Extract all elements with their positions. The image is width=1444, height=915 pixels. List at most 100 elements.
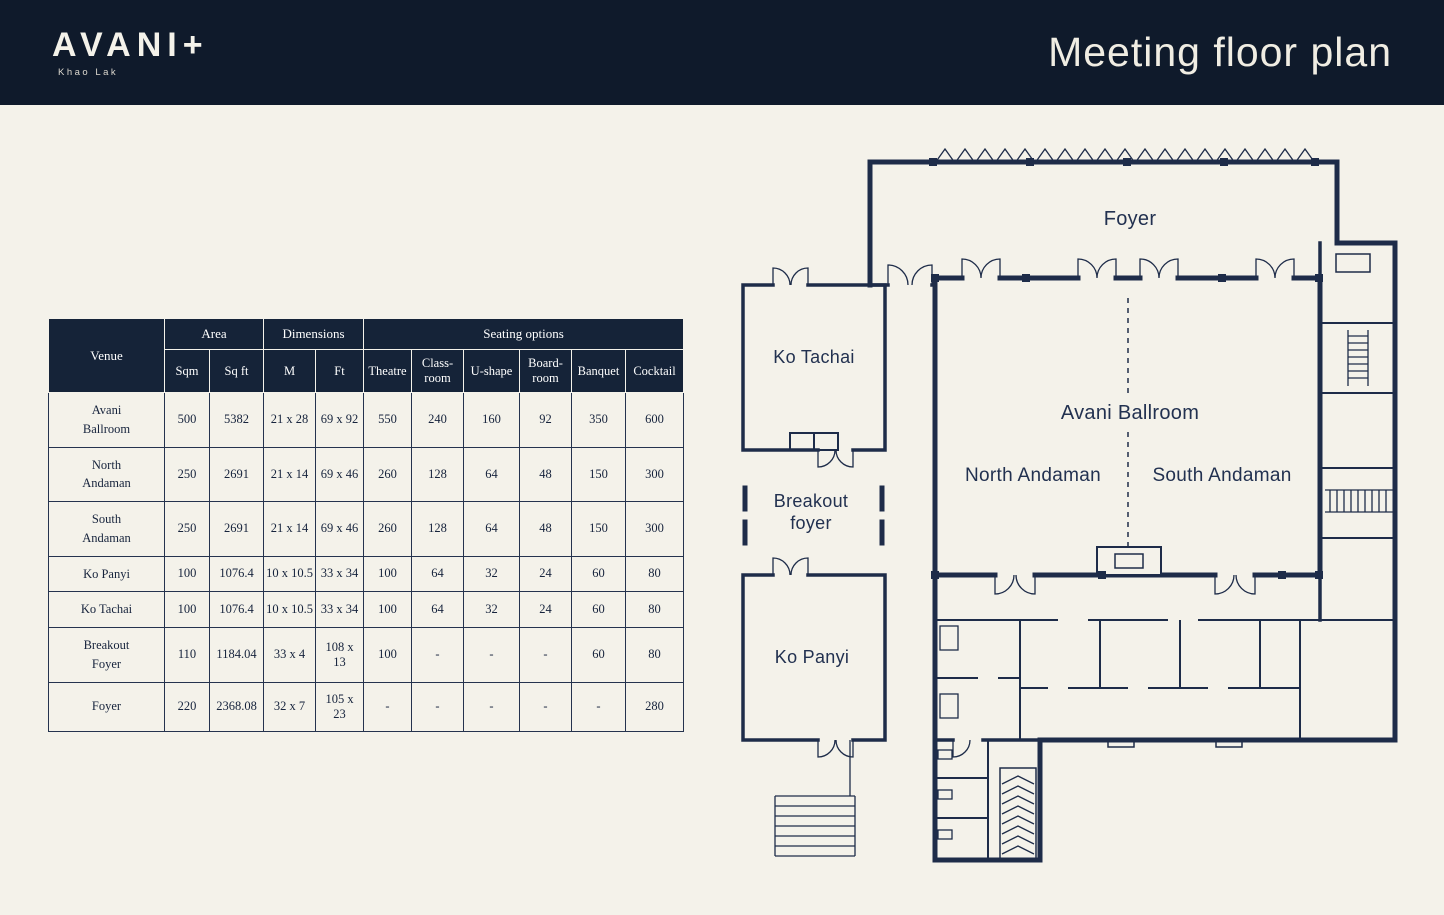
table-cell: 64 xyxy=(463,446,520,502)
table-cell: 64 xyxy=(463,501,520,557)
table-cell: 32 xyxy=(463,555,520,593)
table-cell: 64 xyxy=(411,555,464,593)
table-cell: 100 xyxy=(164,555,210,593)
operable-wall-zigzag xyxy=(934,147,1316,165)
group-dimensions: Dimensions xyxy=(263,318,364,350)
col-m: M xyxy=(263,349,316,393)
venue-cell: Ko Tachai xyxy=(48,591,165,628)
table-cell: 150 xyxy=(571,501,626,557)
table-row: North Andaman 250 2691 21 x 14 69 x 46 2… xyxy=(48,446,684,502)
table-cell: 69 x 92 xyxy=(315,392,364,448)
table-cell: 250 xyxy=(164,501,210,557)
table-cell: 21 x 14 xyxy=(263,501,316,557)
table-cell: 80 xyxy=(625,627,684,683)
table-subheader-row: Sqm Sq ft M Ft Theatre Class-room U-shap… xyxy=(49,349,684,393)
brand-name: AVANI+ xyxy=(52,25,209,64)
venue-cell: Foyer xyxy=(48,681,165,732)
table-cell: 21 x 14 xyxy=(263,446,316,502)
table-cell: 69 x 46 xyxy=(315,446,364,502)
label-ko-panyi: Ko Panyi xyxy=(775,647,849,667)
table-cell: 128 xyxy=(411,501,464,557)
group-area: Area xyxy=(164,318,264,350)
walls-thick xyxy=(742,159,1398,863)
table-cell: - xyxy=(519,627,572,683)
col-ft: Ft xyxy=(315,349,364,393)
table-cell: 260 xyxy=(363,501,412,557)
table-cell: 69 x 46 xyxy=(315,501,364,557)
page-title: Meeting floor plan xyxy=(1048,29,1392,75)
group-seating: Seating options xyxy=(363,318,684,350)
table-cell: 24 xyxy=(519,591,572,628)
table-cell: 150 xyxy=(571,446,626,502)
table-cell: 100 xyxy=(363,627,412,683)
table-cell: 64 xyxy=(411,591,464,628)
table-cell: 2691 xyxy=(209,446,264,502)
table-row: Ko Panyi 100 1076.4 10 x 10.5 33 x 34 10… xyxy=(48,555,684,593)
label-breakout-foyer-line1: Breakout xyxy=(774,491,848,511)
venue-table: Venue Area Dimensions Seating options Sq… xyxy=(48,318,684,732)
table-cell: 220 xyxy=(164,681,210,732)
table-cell: 80 xyxy=(625,555,684,593)
col-cocktail: Cocktail xyxy=(625,349,684,393)
table-row: Ko Tachai 100 1076.4 10 x 10.5 33 x 34 1… xyxy=(48,591,684,628)
table-cell: 10 x 10.5 xyxy=(263,555,316,593)
col-sqft: Sq ft xyxy=(209,349,264,393)
table-cell: 5382 xyxy=(209,392,264,448)
venue-cell: North Andaman xyxy=(48,446,165,502)
door-swings xyxy=(772,258,1295,758)
table-cell: - xyxy=(463,627,520,683)
table-cell: 300 xyxy=(625,501,684,557)
top-bar: AVANI+ Khao Lak Meeting floor plan xyxy=(0,0,1444,105)
label-avani-ballroom: Avani Ballroom xyxy=(1061,402,1199,424)
col-venue: Venue xyxy=(48,318,165,393)
label-north-andaman: North Andaman xyxy=(965,465,1101,486)
venue-cell: South Andaman xyxy=(48,501,165,557)
table-cell: 110 xyxy=(164,627,210,683)
table-cell: 48 xyxy=(519,446,572,502)
table-cell: 108 x 13 xyxy=(315,627,364,683)
table-cell: 33 x 34 xyxy=(315,555,364,593)
table-cell: 1076.4 xyxy=(209,555,264,593)
venue-cell: Breakout Foyer xyxy=(48,627,165,683)
venue-cell: Ko Panyi xyxy=(48,555,165,593)
table-row: Foyer 220 2368.08 32 x 7 105 x 23 - - - … xyxy=(48,681,684,732)
table-row: South Andaman 250 2691 21 x 14 69 x 46 2… xyxy=(48,501,684,557)
table-cell: 280 xyxy=(625,681,684,732)
stairs-and-details xyxy=(774,253,1393,861)
table-cell: 160 xyxy=(463,392,520,448)
table-cell: - xyxy=(411,627,464,683)
label-foyer: Foyer xyxy=(1104,208,1157,230)
table-cell: 250 xyxy=(164,446,210,502)
table-cell: 33 x 34 xyxy=(315,591,364,628)
col-boardroom: Board-room xyxy=(519,349,572,393)
table-cell: 500 xyxy=(164,392,210,448)
table-cell: - xyxy=(363,681,412,732)
table-cell: 80 xyxy=(625,591,684,628)
table-row: Breakout Foyer 110 1184.04 33 x 4 108 x … xyxy=(48,627,684,683)
table-cell: - xyxy=(519,681,572,732)
table-cell: 24 xyxy=(519,555,572,593)
col-sqm: Sqm xyxy=(164,349,210,393)
walls-interior xyxy=(935,322,1395,860)
table-cell: 21 x 28 xyxy=(263,392,316,448)
table-cell: 1184.04 xyxy=(209,627,264,683)
table-cell: 60 xyxy=(571,627,626,683)
table-cell: 128 xyxy=(411,446,464,502)
table-cell: - xyxy=(463,681,520,732)
walls-rooms xyxy=(741,241,1322,742)
room-labels: Foyer Avani Ballroom North Andaman South… xyxy=(773,208,1291,667)
table-cell: 100 xyxy=(164,591,210,628)
label-breakout-foyer-line2: foyer xyxy=(790,513,832,533)
table-cell: 240 xyxy=(411,392,464,448)
table-cell: 550 xyxy=(363,392,412,448)
table-cell: 100 xyxy=(363,591,412,628)
col-ushape: U-shape xyxy=(463,349,520,393)
table-cell: - xyxy=(571,681,626,732)
table-cell: 350 xyxy=(571,392,626,448)
col-banquet: Banquet xyxy=(571,349,626,393)
floor-plan: Foyer Avani Ballroom North Andaman South… xyxy=(741,147,1398,863)
columns xyxy=(929,158,1323,579)
table-cell: 33 x 4 xyxy=(263,627,316,683)
table-cell: 105 x 23 xyxy=(315,681,364,732)
